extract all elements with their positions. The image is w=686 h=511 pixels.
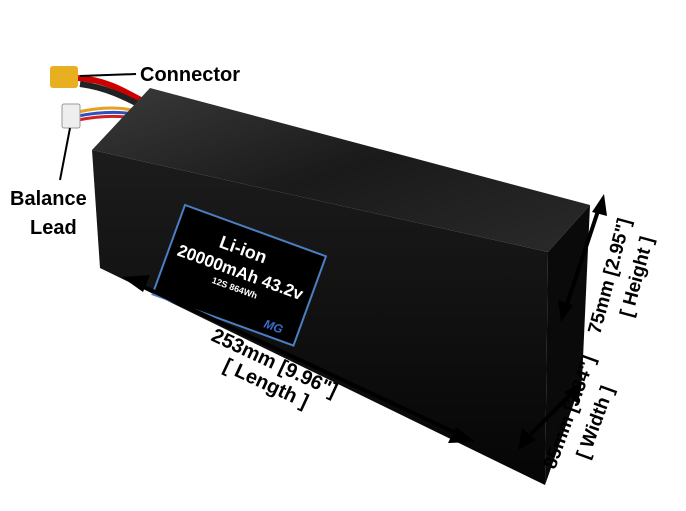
dimension-arrows <box>139 204 602 442</box>
maxamps-logo: MG <box>262 317 285 337</box>
balance-callout-line <box>59 127 71 181</box>
arrowheads <box>122 194 607 450</box>
balance-label-line2: Lead <box>30 217 77 239</box>
connector-callout-line <box>79 73 137 77</box>
xt-connector <box>50 66 78 88</box>
battery-top <box>92 88 590 252</box>
balance-label-line1: Balance <box>10 188 87 210</box>
connector-label: Connector <box>140 64 240 86</box>
balance-connector <box>61 103 81 129</box>
battery-label: Li-ion 20000mAh 43.2v 12S 864Wh MG <box>151 203 328 347</box>
